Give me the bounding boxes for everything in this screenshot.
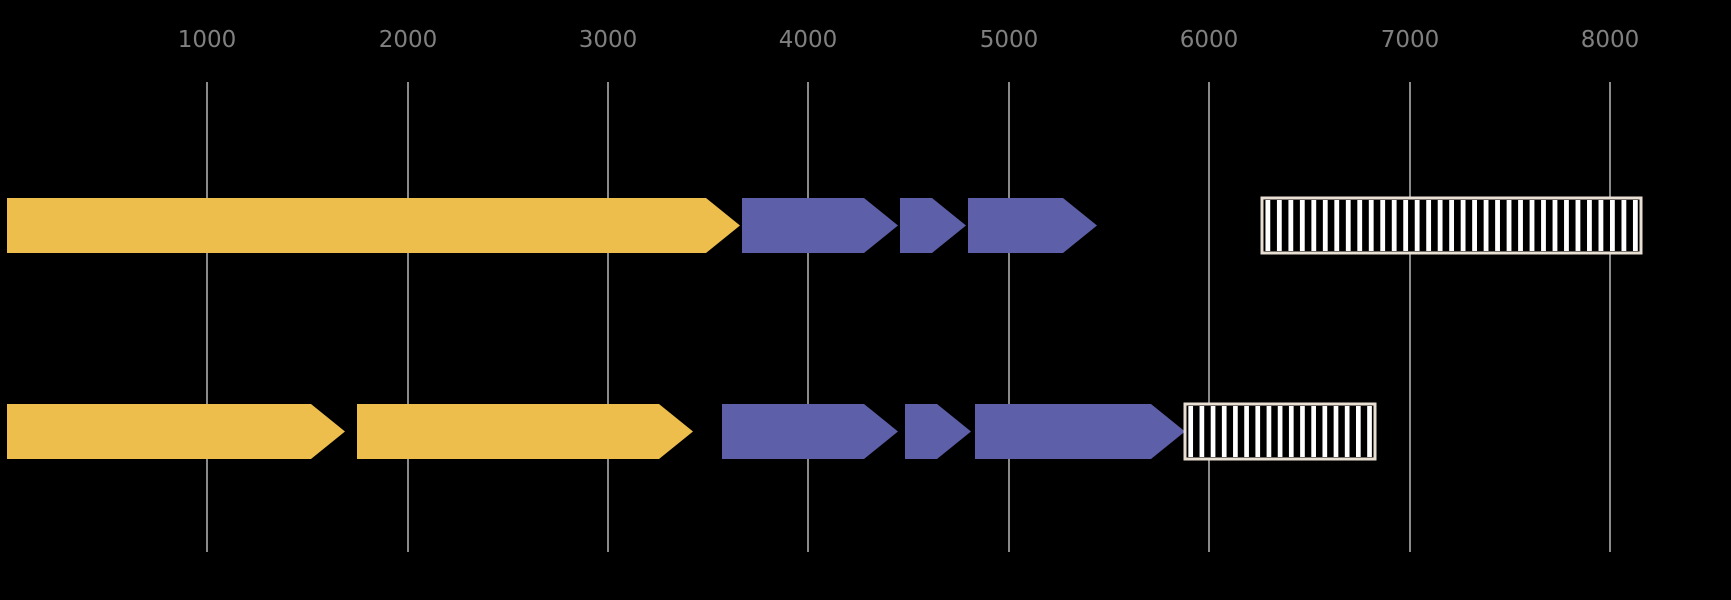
gene-arrow[interactable] bbox=[968, 198, 1097, 253]
gene-arrow[interactable] bbox=[722, 404, 898, 459]
gridline-5000 bbox=[1008, 82, 1010, 552]
hatch-stripe bbox=[1541, 200, 1546, 251]
hatch-stripe bbox=[1288, 200, 1294, 251]
axis-tick-label-8000: 8000 bbox=[1580, 27, 1640, 53]
hatch-stripe bbox=[1188, 406, 1194, 457]
hatch-stripe bbox=[1472, 200, 1477, 251]
hatch-stripe bbox=[1621, 200, 1627, 251]
axis-tick-label-3000: 3000 bbox=[578, 27, 638, 53]
hatch-stripe bbox=[1311, 406, 1316, 457]
hatch-stripe bbox=[1300, 406, 1305, 457]
hatch-stripe bbox=[1345, 200, 1351, 251]
hatch-stripe bbox=[1552, 200, 1558, 251]
hatch-stripe bbox=[1244, 406, 1249, 457]
axis-tick-label-6000: 6000 bbox=[1179, 27, 1239, 53]
hatch-stripe bbox=[1449, 200, 1455, 251]
hatch-stripe bbox=[1609, 200, 1615, 251]
hatch-stripe bbox=[1233, 406, 1238, 457]
gene-arrow[interactable] bbox=[900, 198, 966, 253]
gene-arrow[interactable] bbox=[7, 198, 740, 253]
gene-arrow[interactable] bbox=[7, 404, 345, 459]
hatched-region-border[interactable] bbox=[1183, 402, 1377, 461]
hatch-stripe bbox=[1255, 406, 1261, 457]
axis-tick-label-1000: 1000 bbox=[177, 27, 237, 53]
hatch-stripe bbox=[1357, 200, 1363, 251]
hatch-stripe bbox=[1495, 200, 1500, 251]
gridline-3000 bbox=[607, 82, 609, 552]
hatch-stripe bbox=[1199, 406, 1205, 457]
hatch-stripe bbox=[1575, 200, 1581, 251]
gene-arrow[interactable] bbox=[905, 404, 971, 459]
hatch-stripe bbox=[1266, 406, 1272, 457]
gene-arrow[interactable] bbox=[975, 404, 1185, 459]
axis-tick-label-7000: 7000 bbox=[1380, 27, 1440, 53]
hatch-stripe bbox=[1333, 406, 1339, 457]
hatch-stripe bbox=[1368, 200, 1374, 251]
hatch-stripe bbox=[1529, 200, 1535, 251]
hatch-stripe bbox=[1518, 200, 1523, 251]
hatch-stripe bbox=[1265, 200, 1271, 251]
hatch-stripe bbox=[1391, 200, 1397, 251]
hatch-stripe bbox=[1288, 406, 1294, 457]
gridline-7000 bbox=[1409, 82, 1411, 552]
hatch-stripe bbox=[1367, 406, 1372, 457]
hatch-stripe bbox=[1632, 200, 1638, 251]
hatch-stripe bbox=[1311, 200, 1317, 251]
hatch-stripe bbox=[1380, 200, 1386, 251]
axis-tick-label-4000: 4000 bbox=[778, 27, 838, 53]
gridline-4000 bbox=[807, 82, 809, 552]
gridline-2000 bbox=[407, 82, 409, 552]
hatch-stripe bbox=[1334, 200, 1340, 251]
hatch-stripe bbox=[1403, 200, 1409, 251]
hatched-region-border[interactable] bbox=[1260, 196, 1643, 255]
gene-arrow[interactable] bbox=[742, 198, 898, 253]
hatch-stripe bbox=[1564, 200, 1569, 251]
hatch-stripe bbox=[1414, 200, 1420, 251]
hatch-stripe bbox=[1277, 406, 1283, 457]
hatch-stripe bbox=[1598, 200, 1604, 251]
hatch-stripe bbox=[1299, 200, 1305, 251]
hatch-stripe bbox=[1483, 200, 1489, 251]
gene-arrow[interactable] bbox=[357, 404, 693, 459]
hatch-stripe bbox=[1437, 200, 1443, 251]
hatch-stripe bbox=[1221, 406, 1227, 457]
hatch-stripe bbox=[1460, 200, 1466, 251]
hatch-stripe bbox=[1322, 200, 1328, 251]
hatch-stripe bbox=[1210, 406, 1216, 457]
gridline-6000 bbox=[1208, 82, 1210, 552]
hatch-stripe bbox=[1356, 406, 1361, 457]
gridline-8000 bbox=[1609, 82, 1611, 552]
hatch-stripe bbox=[1276, 200, 1282, 251]
hatch-stripe bbox=[1322, 406, 1328, 457]
axis-tick-label-5000: 5000 bbox=[979, 27, 1039, 53]
hatch-stripe bbox=[1344, 406, 1350, 457]
hatch-stripe bbox=[1506, 200, 1512, 251]
hatch-stripe bbox=[1587, 200, 1592, 251]
hatch-stripe bbox=[1426, 200, 1432, 251]
axis-tick-label-2000: 2000 bbox=[378, 27, 438, 53]
gridline-1000 bbox=[206, 82, 208, 552]
